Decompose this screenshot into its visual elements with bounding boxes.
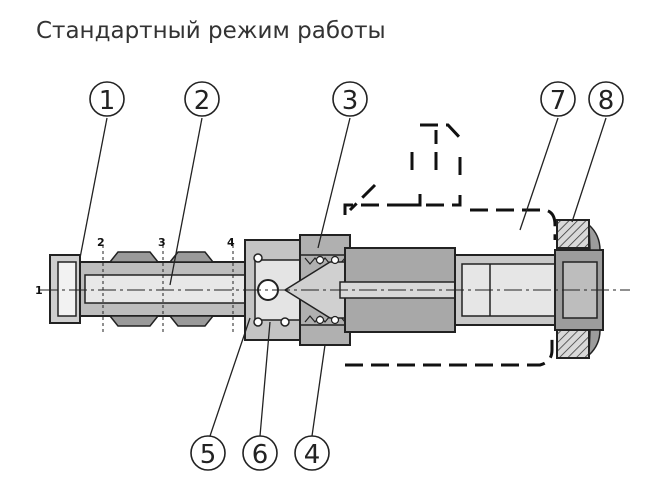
callout-8: 8 — [588, 81, 624, 117]
svg-text:3: 3 — [342, 86, 359, 116]
svg-text:7: 7 — [550, 86, 567, 116]
page-title: Стандартный режим работы — [36, 18, 386, 44]
valve-body — [49, 219, 604, 359]
section-label-2: 2 — [97, 236, 105, 249]
section-label-3: 3 — [158, 236, 166, 249]
svg-text:8: 8 — [598, 86, 615, 116]
callout-1: 1 — [89, 81, 125, 117]
svg-text:2: 2 — [194, 86, 211, 116]
section-label-1: 1 — [35, 284, 43, 297]
svg-text:5: 5 — [200, 440, 217, 470]
svg-text:6: 6 — [252, 440, 269, 470]
section-ticks — [102, 245, 234, 335]
svg-text:4: 4 — [304, 440, 321, 470]
svg-text:1: 1 — [99, 86, 116, 116]
section-label-4: 4 — [227, 236, 235, 249]
callout-3: 3 — [332, 81, 368, 117]
callout-4: 4 — [294, 435, 330, 471]
callout-6: 6 — [242, 435, 278, 471]
callout-5: 5 — [190, 435, 226, 471]
callout-2: 2 — [184, 81, 220, 117]
leader-lines — [79, 117, 607, 437]
callout-7: 7 — [540, 81, 576, 117]
